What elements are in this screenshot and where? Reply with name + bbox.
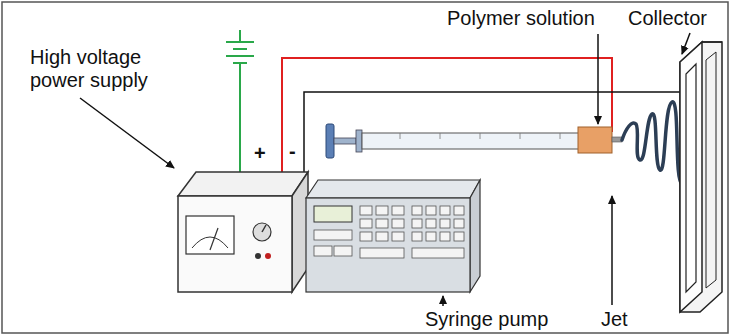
part-label: Polymer solution	[447, 7, 595, 30]
terminal-sign: -	[289, 140, 296, 163]
power-supply	[178, 172, 308, 292]
syringe	[326, 124, 622, 158]
part-label: High voltage power supply	[30, 46, 165, 92]
terminal-sign: +	[254, 142, 266, 165]
part-label: Syringe pump	[425, 308, 548, 331]
syringe-pump	[306, 180, 480, 292]
part-label: Collector	[628, 7, 707, 30]
leader-arrows	[80, 33, 690, 306]
ground-wire	[304, 92, 690, 180]
collector-plate	[680, 42, 722, 312]
battery-symbol	[226, 30, 254, 180]
positive-wire	[282, 58, 612, 180]
part-label: Jet	[601, 308, 628, 331]
